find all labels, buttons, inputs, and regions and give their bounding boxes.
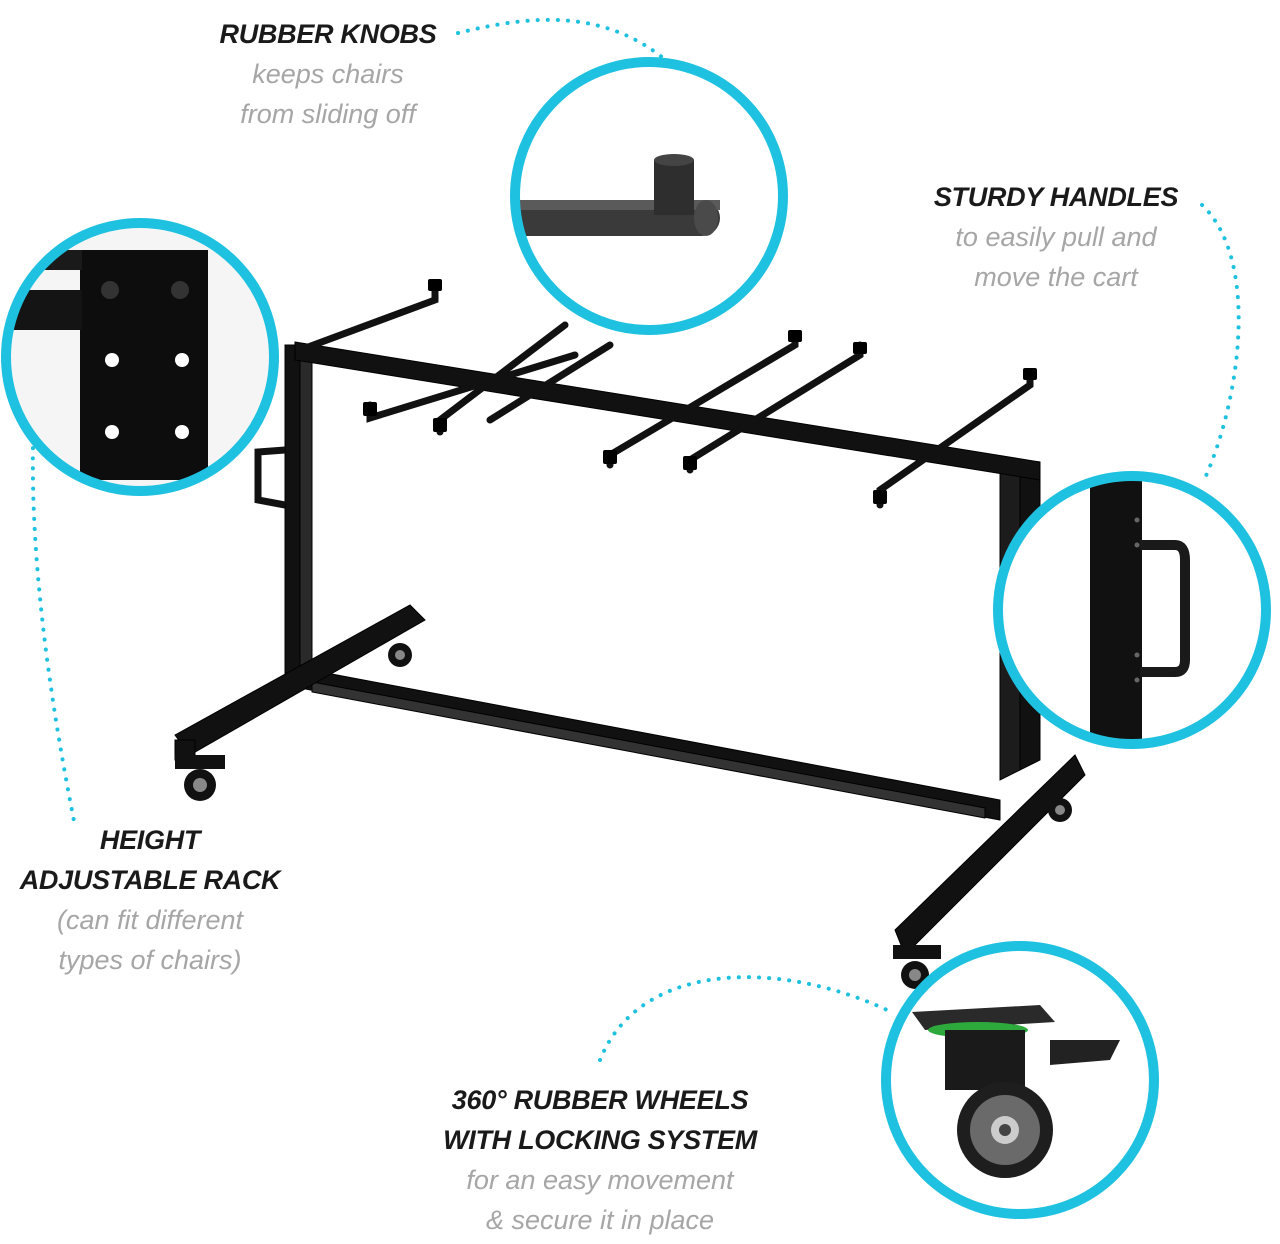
callout-title-line: ADJUSTABLE RACK xyxy=(19,865,281,895)
leader-lines xyxy=(30,17,1241,1062)
rack-knobs xyxy=(363,279,1037,504)
callout-subtitle-line: (can fit different xyxy=(56,905,244,935)
zoom-caster-wheel xyxy=(881,941,1159,1219)
cart-frame xyxy=(174,341,1086,956)
zoom-rubber-knob xyxy=(510,57,788,335)
callout-subtitle-line: & secure it in place xyxy=(485,1205,715,1235)
callout-subtitle-line: move the cart xyxy=(974,262,1138,292)
callout-wheels: 360° RUBBER WHEELS WITH LOCKING SYSTEM f… xyxy=(420,1080,780,1240)
leader-sturdy-handles xyxy=(1200,203,1241,480)
callout-subtitle-line: keeps chairs xyxy=(252,59,404,89)
callout-sturdy-handles: STURDY HANDLES to easily pull and move t… xyxy=(910,177,1202,297)
zoom-plate xyxy=(1,218,279,496)
callout-rubber-knobs: RUBBER KNOBS keeps chairs from sliding o… xyxy=(188,14,468,134)
callout-title-line: HEIGHT xyxy=(99,825,201,855)
callout-subtitle-line: to easily pull and xyxy=(955,222,1157,252)
leader-rubber-knobs xyxy=(456,17,670,64)
callout-subtitle-line: types of chairs) xyxy=(58,945,242,975)
callout-title: STURDY HANDLES xyxy=(933,182,1179,212)
callout-subtitle-line: for an easy movement xyxy=(466,1165,734,1195)
callout-height-rack: HEIGHT ADJUSTABLE RACK (can fit differen… xyxy=(10,820,290,980)
callout-title-line: 360° RUBBER WHEELS xyxy=(451,1085,749,1115)
callout-title: RUBBER KNOBS xyxy=(219,19,437,49)
callout-title-line: WITH LOCKING SYSTEM xyxy=(443,1125,757,1155)
callout-subtitle-line: from sliding off xyxy=(240,99,416,129)
leader-wheels xyxy=(598,975,889,1062)
cart-wheels xyxy=(175,643,1072,989)
zoom-handle xyxy=(993,471,1271,749)
